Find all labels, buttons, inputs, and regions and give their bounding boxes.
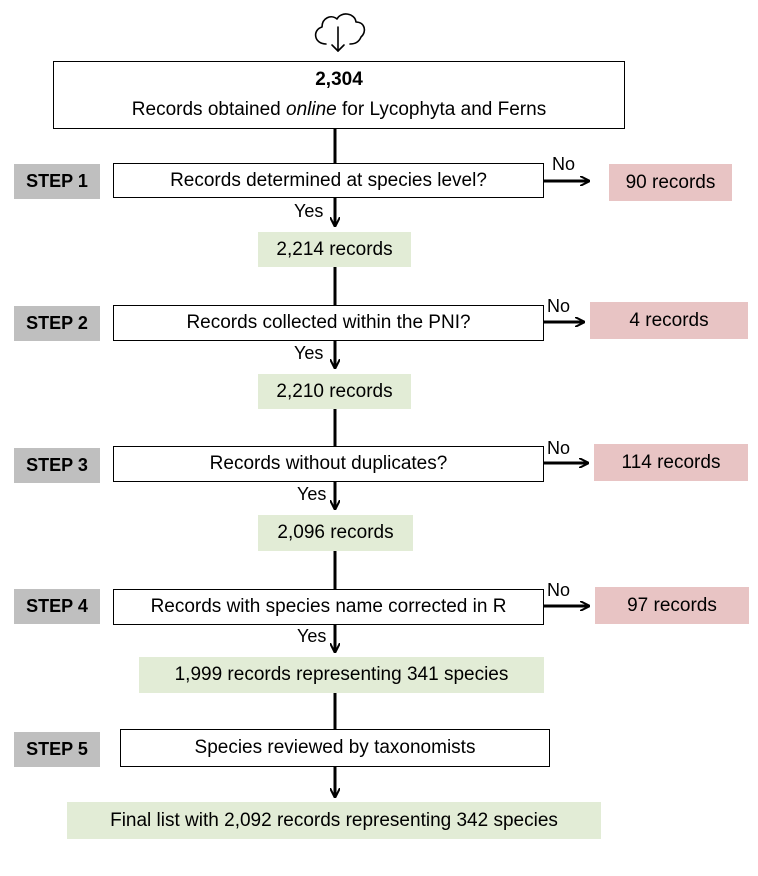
cloud-download-icon: [314, 13, 366, 52]
step-2-question: Records collected within the PNI?: [113, 305, 544, 341]
source-count: 2,304: [315, 69, 363, 90]
step-4-yes-label: Yes: [297, 626, 327, 646]
source-text-italic: online: [286, 99, 337, 120]
step-5-question: Species reviewed by taxonomists: [120, 729, 550, 767]
step-2-retained: 2,210 records: [258, 374, 411, 409]
step-3-yes-label: Yes: [297, 484, 327, 504]
source-records-box: 2,304 Records obtained online for Lycoph…: [53, 61, 625, 129]
step-4-badge: STEP 4: [14, 589, 100, 624]
step-1-badge: STEP 1: [14, 164, 100, 199]
step-4-question: Records with species name corrected in R: [113, 589, 544, 625]
final-list: Final list with 2,092 records representi…: [67, 802, 601, 839]
step-4-no-label: No: [547, 580, 571, 600]
step-1-question: Records determined at species level?: [113, 163, 544, 198]
step-1-retained: 2,214 records: [258, 232, 411, 267]
step-1-excluded: 90 records: [609, 164, 732, 201]
step-4-retained: 1,999 records representing 341 species: [139, 657, 544, 693]
step-1-no-label: No: [552, 154, 576, 174]
step-3-no-label: No: [547, 438, 571, 458]
step-2-excluded: 4 records: [590, 302, 748, 339]
source-text-after: for Lycophyta and Ferns: [336, 99, 547, 120]
step-3-question: Records without duplicates?: [113, 446, 544, 482]
step-2-no-label: No: [547, 296, 571, 316]
step-2-badge: STEP 2: [14, 306, 100, 341]
source-description: Records obtained online for Lycophyta an…: [132, 95, 546, 125]
step-3-retained: 2,096 records: [258, 515, 413, 551]
source-text-before: Records obtained: [131, 99, 287, 120]
step-3-badge: STEP 3: [14, 448, 100, 483]
step-3-excluded: 114 records: [594, 444, 748, 481]
step-5-badge: STEP 5: [14, 732, 100, 767]
step-1-yes-label: Yes: [294, 201, 324, 221]
step-4-excluded: 97 records: [595, 587, 749, 624]
step-2-yes-label: Yes: [294, 343, 324, 363]
